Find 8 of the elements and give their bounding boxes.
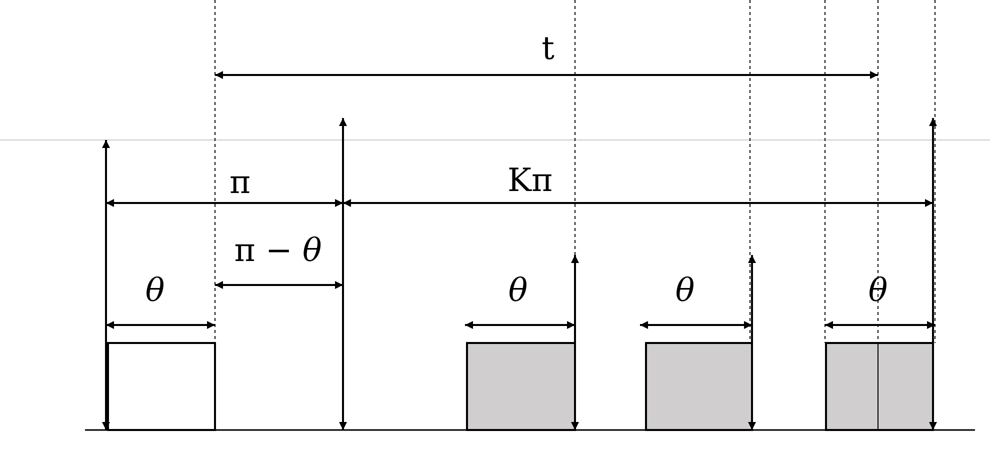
dimension-label: π xyxy=(229,166,251,198)
dimension-label: θ xyxy=(868,274,888,306)
dimension-label: π − θ xyxy=(234,234,322,266)
dimension-label: t xyxy=(542,32,554,64)
dimension-label: θ xyxy=(145,274,165,306)
dimension-label: Kπ xyxy=(508,164,552,196)
dimension-label: θ xyxy=(675,274,695,306)
dimension-label: θ xyxy=(508,274,528,306)
